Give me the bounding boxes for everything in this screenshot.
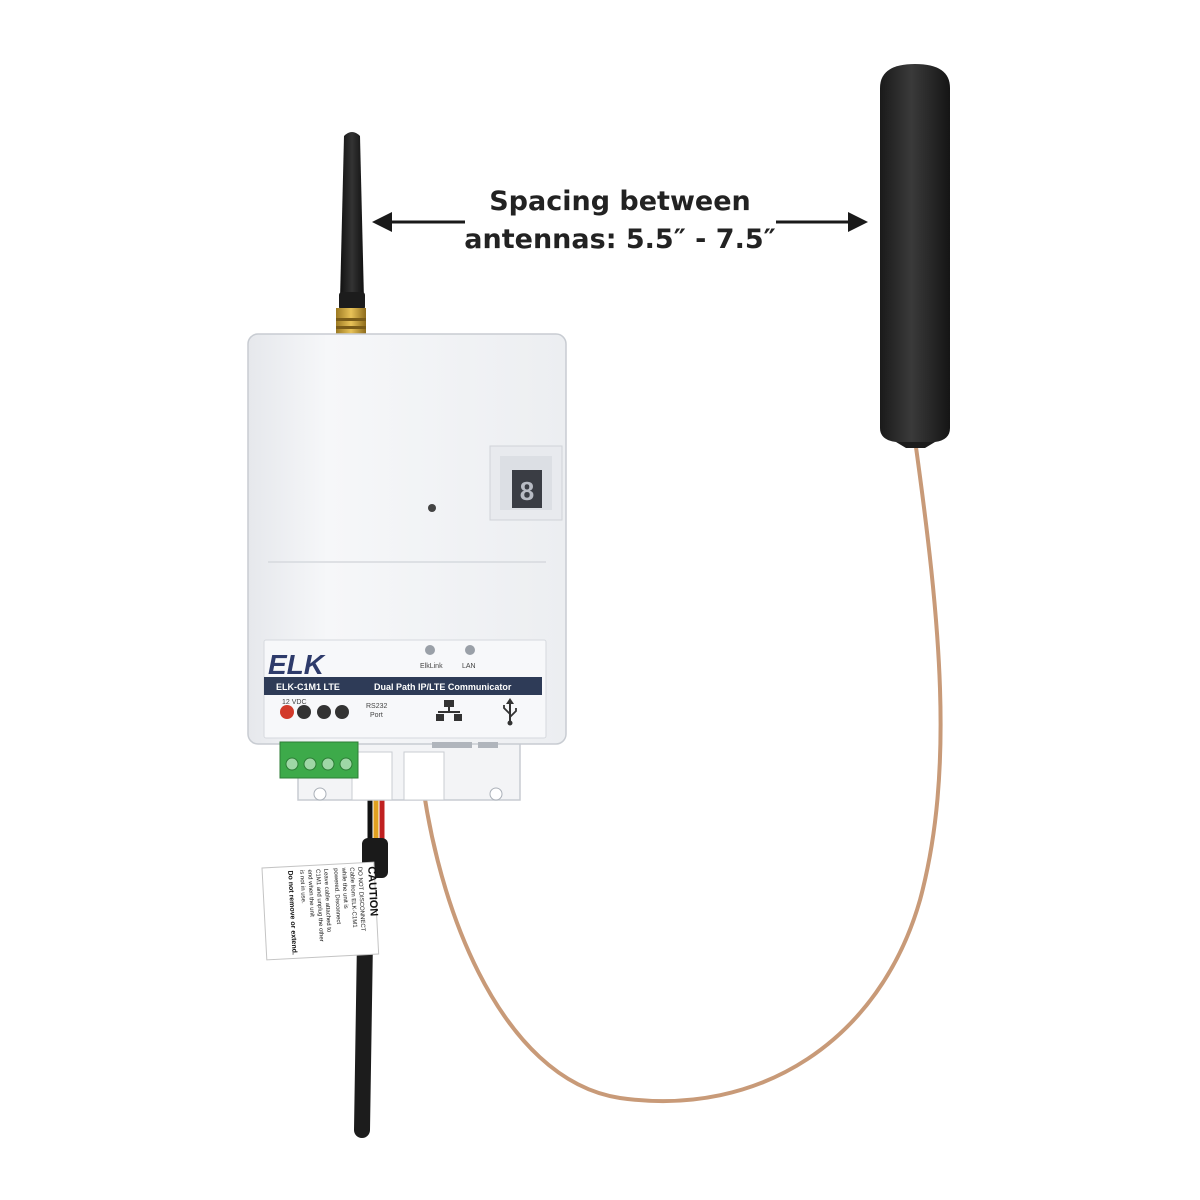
caption-line-1: Spacing between <box>489 186 751 217</box>
remote-antenna <box>880 64 950 448</box>
brand-logo: ELK <box>268 649 326 680</box>
caution-line: end when the unit <box>306 869 314 917</box>
caution-line: Cable from ELK-C1M1 <box>348 867 357 928</box>
power-label: 12 VDC <box>282 699 307 706</box>
usb-icon <box>503 698 517 726</box>
description-label: Dual Path IP/LTE Communicator <box>374 682 512 692</box>
model-label: ELK-C1M1 LTE <box>276 682 340 692</box>
spacing-arrow-left <box>372 212 465 232</box>
caution-line: is not in use. <box>298 870 306 904</box>
caution-line: while the unit is <box>340 867 348 909</box>
caution-title: CAUTION <box>365 866 380 917</box>
seven-segment-display: 8 <box>520 476 534 506</box>
antenna-spacing-caption: Spacing between antennas: 5.5″ - 7.5″ <box>440 183 800 259</box>
caution-line: Do not remove or extend. <box>286 870 297 955</box>
ethernet-icon <box>436 700 462 721</box>
whip-antenna <box>336 132 366 338</box>
rs232-label: RS232 <box>366 703 388 710</box>
device-enclosure <box>247 333 567 748</box>
port-label: Port <box>370 712 383 719</box>
caution-line: DO NOT DISCONNECT <box>356 867 365 932</box>
caution-line: powered. Disconnect <box>332 868 341 925</box>
led-label-elklink: ElkLink <box>420 663 443 670</box>
coax-cable <box>416 439 943 1104</box>
terminal-block <box>279 741 359 779</box>
led-label-lan: LAN <box>462 663 476 670</box>
spacing-arrow-right <box>776 212 868 232</box>
caution-tag <box>261 861 380 961</box>
caution-line: Leave cable attached to <box>322 869 331 934</box>
caption-line-2: antennas: 5.5″ - 7.5″ <box>464 224 776 255</box>
caution-line: C1M1 and unplug the other <box>314 869 324 942</box>
